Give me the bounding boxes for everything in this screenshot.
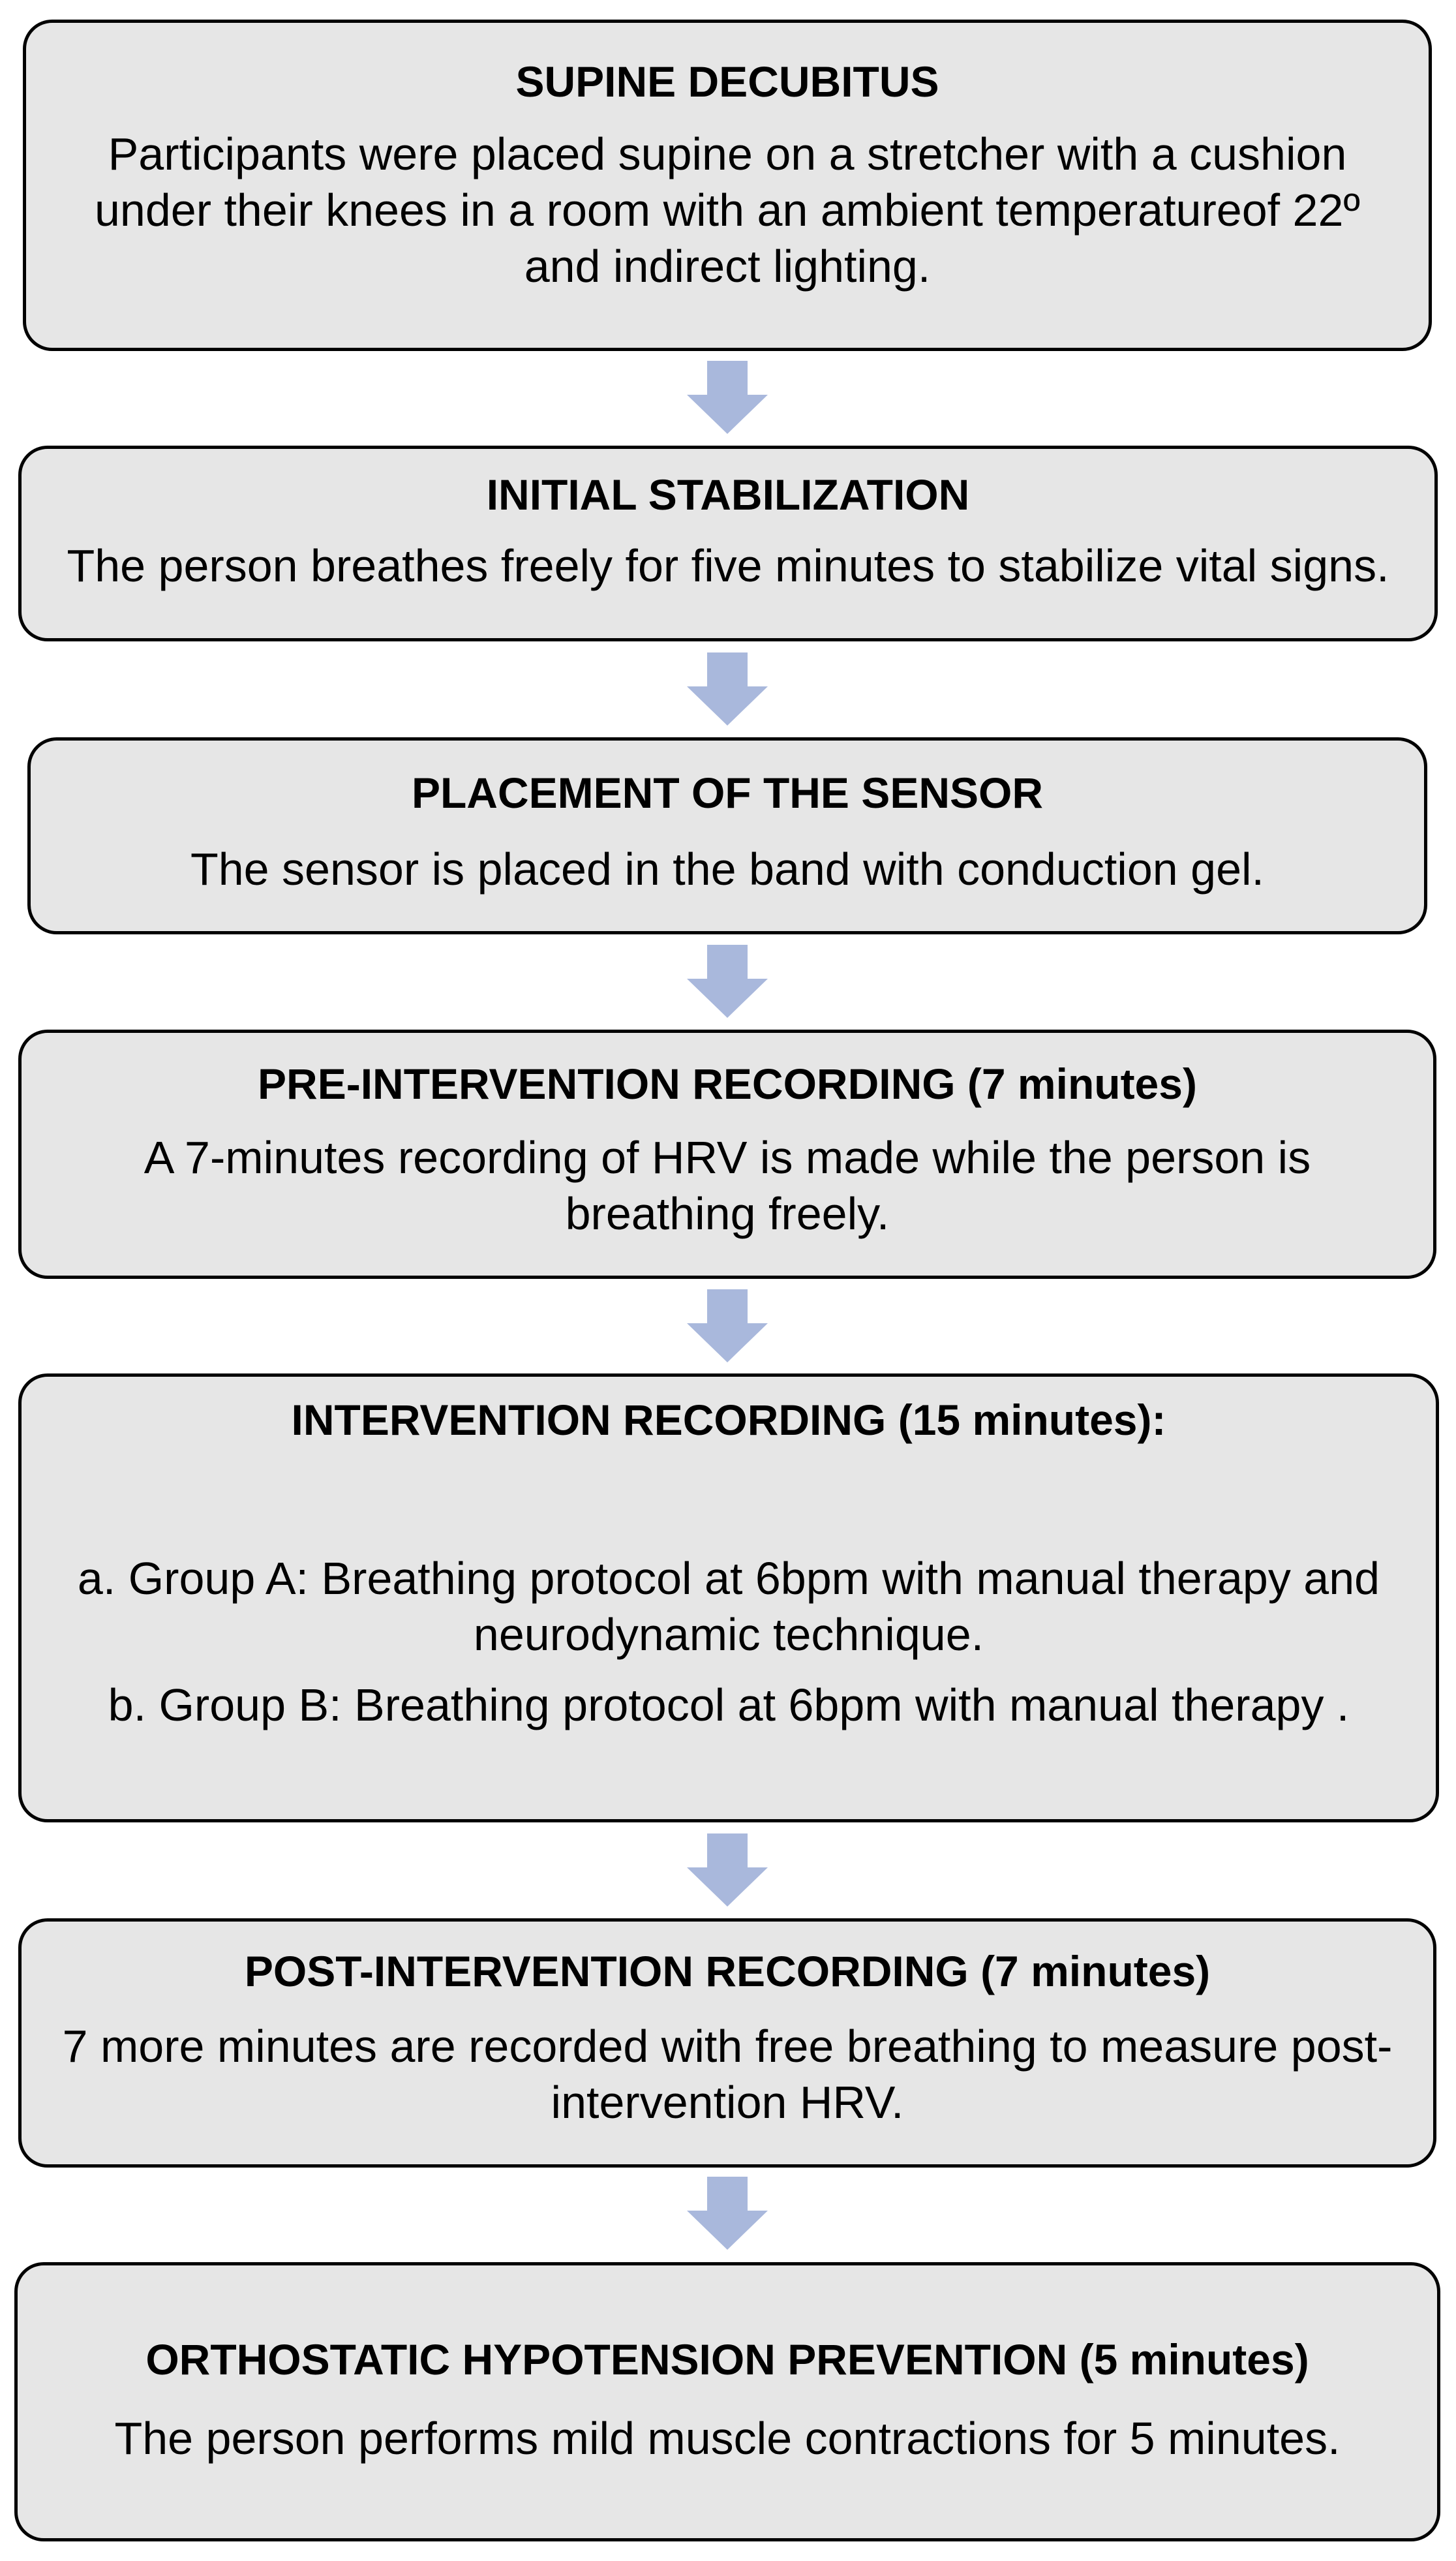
step-title: INITIAL STABILIZATION xyxy=(486,470,970,519)
step-supine-decubitus: SUPINE DECUBITUS Participants were place… xyxy=(23,20,1432,351)
step-description: The person performs mild muscle contract… xyxy=(114,2413,1341,2464)
step-pre-intervention-recording: PRE-INTERVENTION RECORDING (7 minutes) A… xyxy=(18,1030,1436,1279)
down-arrow-icon xyxy=(687,1833,768,1907)
step-initial-stabilization: INITIAL STABILIZATION The person breathe… xyxy=(18,446,1438,641)
step-title: POST-INTERVENTION RECORDING (7 minutes) xyxy=(244,1947,1211,1995)
down-arrow-icon xyxy=(687,1289,768,1362)
step-title: INTERVENTION RECORDING (15 minutes): xyxy=(291,1396,1166,1444)
step-description-group-a: a. Group A: Breathing protocol at 6bpm w… xyxy=(77,1553,1380,1660)
down-arrow-icon xyxy=(687,945,768,1018)
step-description: A 7-minutes recording of HRV is made whi… xyxy=(144,1132,1311,1239)
step-description: 7 more minutes are recorded with free br… xyxy=(62,2021,1393,2128)
step-description-group-b: b. Group B: Breathing protocol at 6bpm w… xyxy=(108,1679,1350,1730)
step-post-intervention-recording: POST-INTERVENTION RECORDING (7 minutes) … xyxy=(18,1918,1436,2168)
step-orthostatic-hypotension-prevention: ORTHOSTATIC HYPOTENSION PREVENTION (5 mi… xyxy=(14,2262,1440,2541)
step-intervention-recording: INTERVENTION RECORDING (15 minutes): a. … xyxy=(18,1373,1439,1822)
down-arrow-icon xyxy=(687,361,768,434)
step-placement-of-the-sensor: PLACEMENT OF THE SENSOR The sensor is pl… xyxy=(27,737,1427,934)
step-title: PLACEMENT OF THE SENSOR xyxy=(411,769,1044,817)
down-arrow-icon xyxy=(687,652,768,726)
step-title: PRE-INTERVENTION RECORDING (7 minutes) xyxy=(258,1060,1197,1108)
step-description: Participants were placed supine on a str… xyxy=(95,129,1360,292)
step-title: SUPINE DECUBITUS xyxy=(515,57,939,106)
step-title: ORTHOSTATIC HYPOTENSION PREVENTION (5 mi… xyxy=(145,2335,1309,2384)
step-description: The person breathes freely for five minu… xyxy=(67,540,1389,591)
down-arrow-icon xyxy=(687,2177,768,2250)
step-description: The sensor is placed in the band with co… xyxy=(190,844,1265,895)
